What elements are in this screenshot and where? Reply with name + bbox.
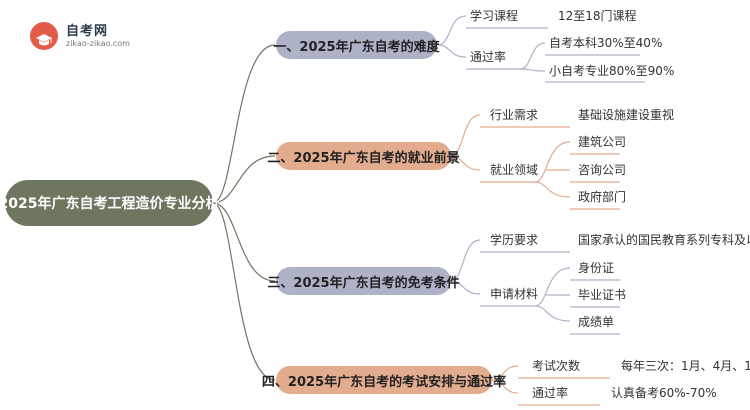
item-value-transcript: 成绩单: [578, 315, 615, 329]
item-value-course-count: 12至18门课程: [558, 9, 637, 23]
item-value-construction-company: 建筑公司: [578, 135, 627, 149]
item-value-diploma: 毕业证书: [578, 288, 627, 302]
logo-title: 自考网: [66, 24, 109, 39]
item-label-industry-demand: 行业需求: [490, 108, 539, 122]
item-label-pass-rate: 通过率: [470, 50, 507, 64]
item-label-employment-field: 就业领域: [490, 163, 539, 177]
item-value-id-card: 身份证: [578, 261, 615, 275]
item-label-application-materials: 申请材料: [490, 287, 539, 301]
item-label-education-requirement: 学历要求: [490, 233, 539, 247]
item-value-government: 政府部门: [578, 190, 627, 204]
item-label-exam-pass-rate: 通过率: [532, 386, 569, 400]
branch-exam-schedule: 四、2025年广东自考的考试安排与通过率: [262, 366, 506, 394]
branch-difficulty: 一、2025年广东自考的难度: [273, 31, 440, 59]
site-logo[interactable]: 自考网 zikao-zikao.com: [30, 18, 170, 54]
branch-employment: 二、2025年广东自考的就业前景: [267, 142, 460, 170]
item-label-courses: 学习课程: [470, 9, 519, 23]
item-value-prepared-pass-rate: 认真备考60%-70%: [611, 386, 717, 400]
item-value-small-exam-rate: 小自考专业80%至90%: [549, 64, 675, 78]
graduation-cap-icon: [30, 22, 58, 50]
item-value-education-level: 国家承认的国民教育系列专科及以上: [578, 233, 750, 247]
item-label-exam-times: 考试次数: [532, 359, 581, 373]
root-node: 2025年广东自考工程造价专业分析: [0, 180, 219, 226]
logo-url: zikao-zikao.com: [66, 39, 130, 48]
branch-exemption: 三、2025年广东自考的免考条件: [267, 267, 460, 295]
item-value-undergrad-rate: 自考本科30%至40%: [549, 36, 663, 50]
item-value-exam-months: 每年三次：1月、4月、10月: [621, 359, 750, 373]
item-value-consulting-company: 咨询公司: [578, 163, 627, 177]
item-value-infrastructure: 基础设施建设重视: [578, 108, 675, 122]
